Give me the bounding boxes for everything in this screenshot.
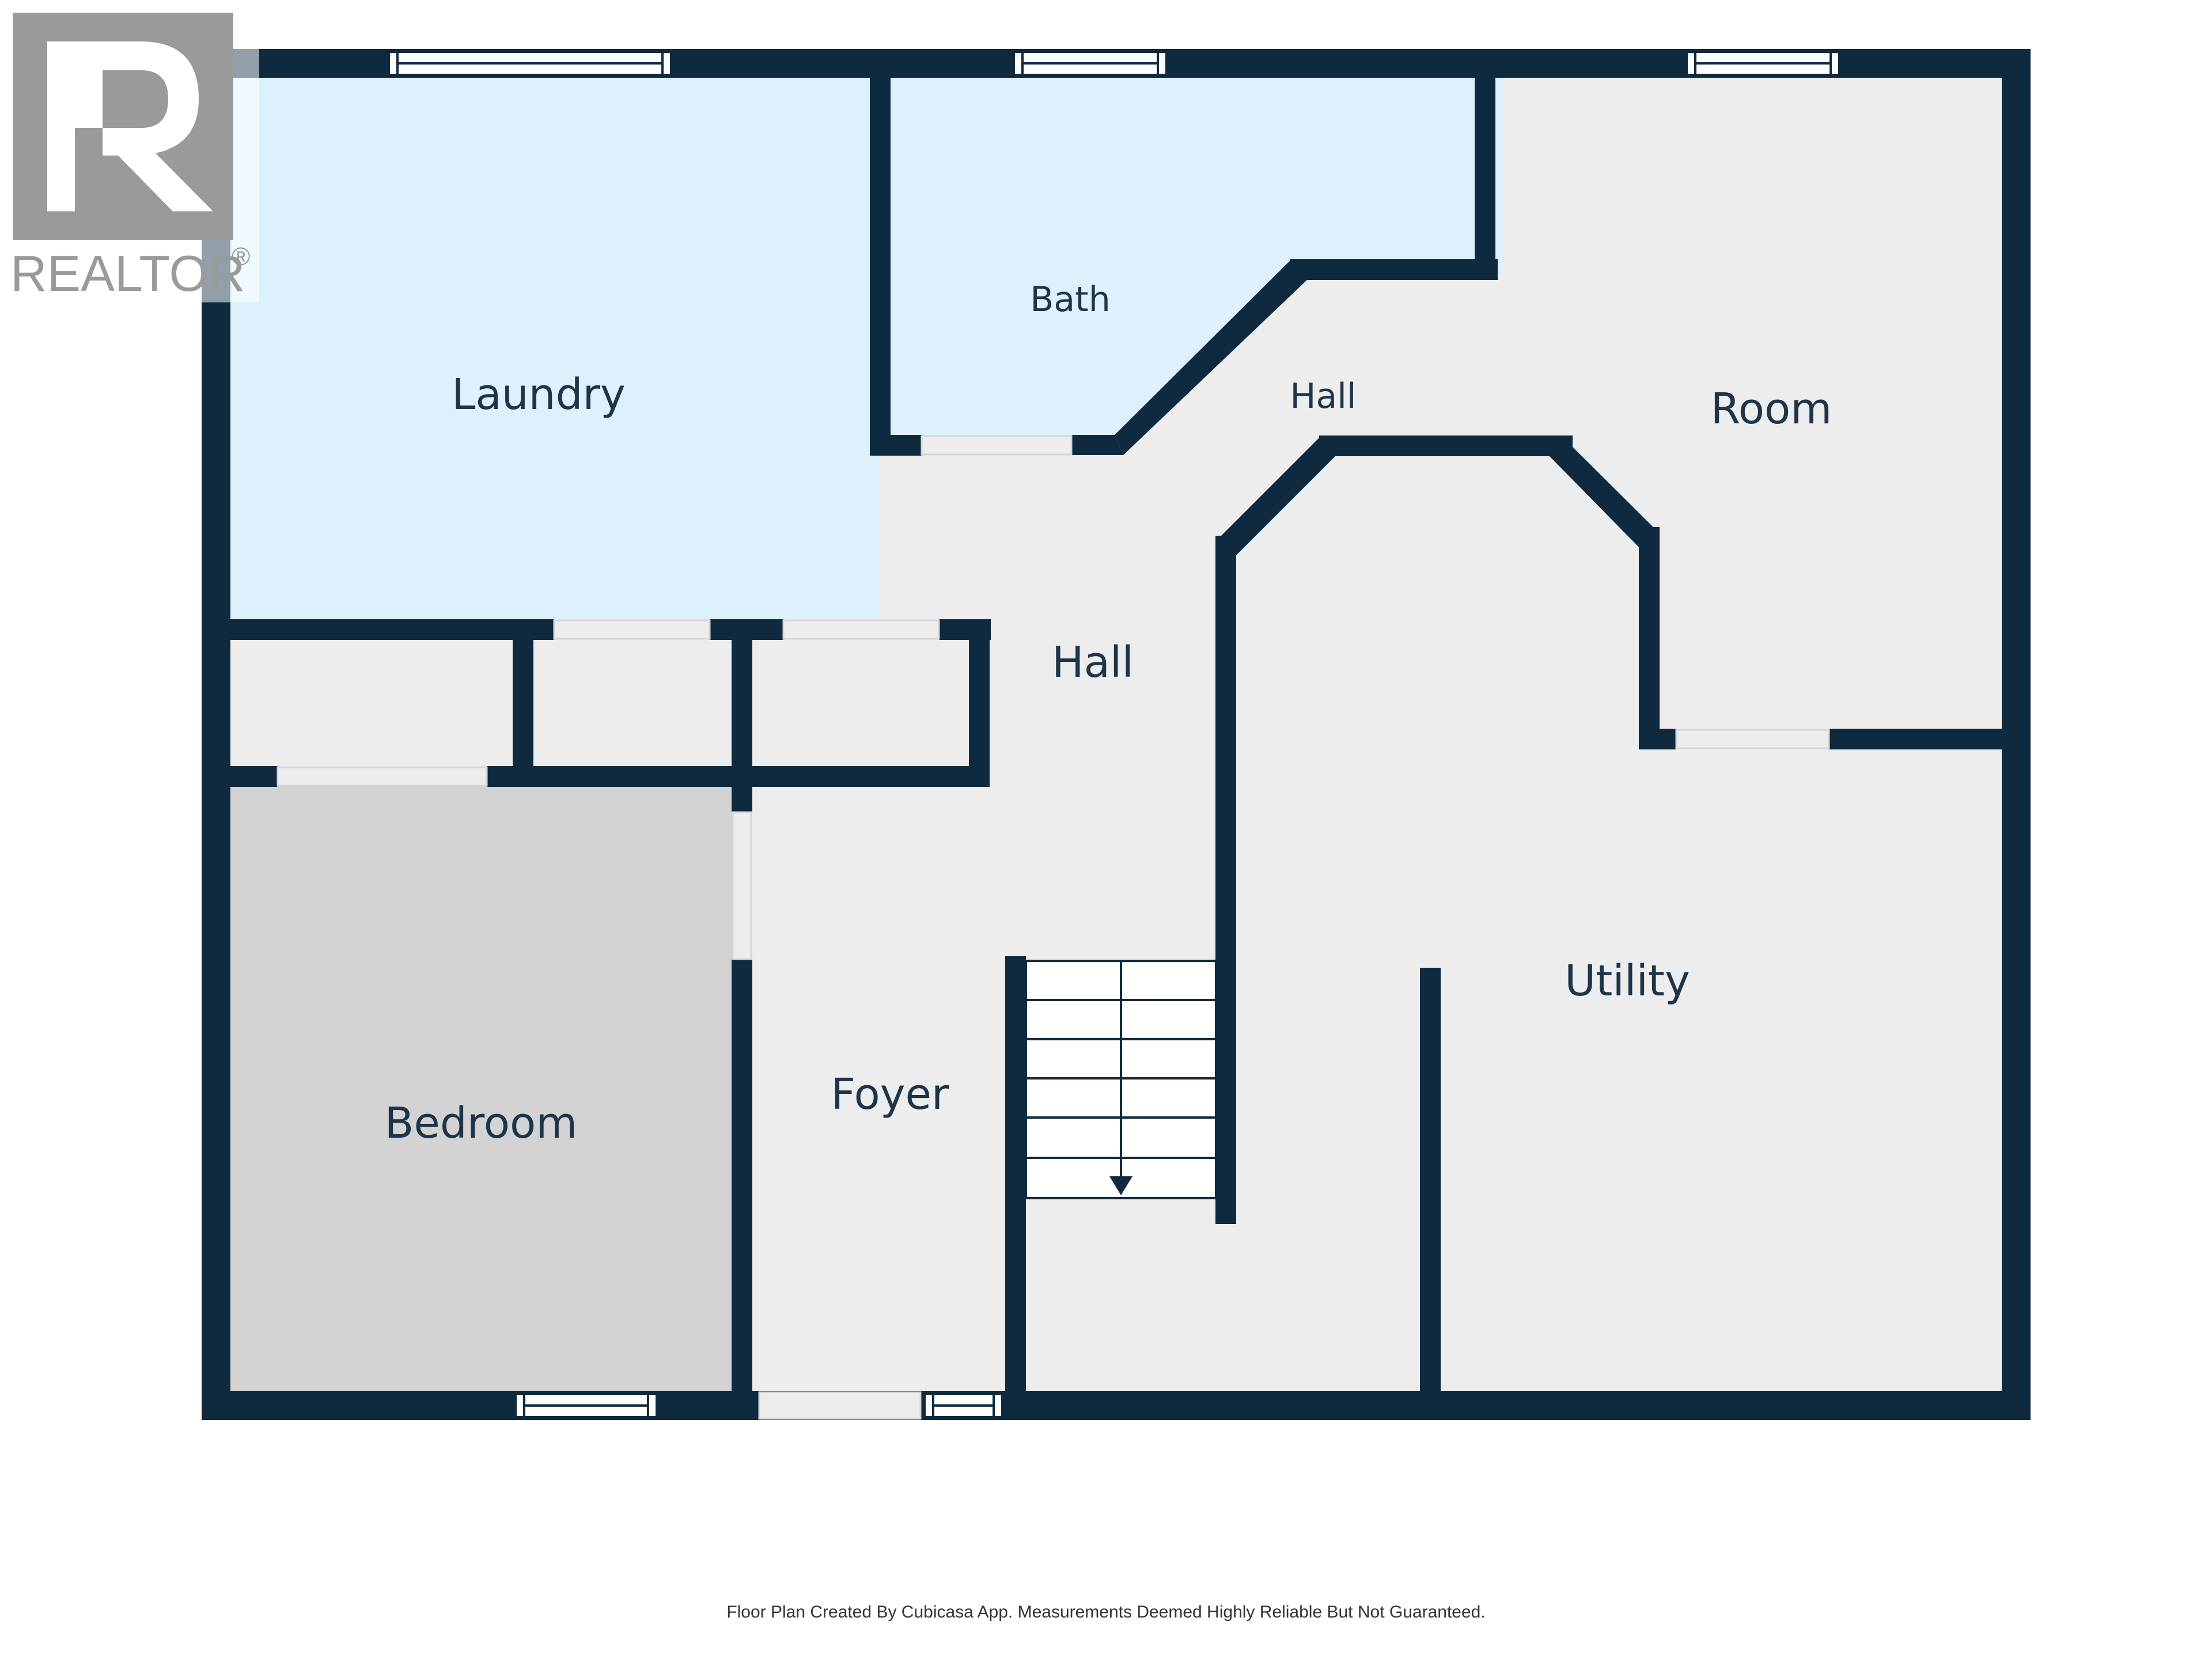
window <box>923 1393 1003 1418</box>
room-label-hall: Hall <box>1052 638 1134 687</box>
room-label-bedroom: Bedroom <box>385 1099 578 1148</box>
logo-text: REALTOR <box>10 245 245 302</box>
room-label-utility: Utility <box>1565 956 1690 1006</box>
window <box>514 1393 658 1418</box>
doorway <box>553 619 711 640</box>
interior-wall <box>1420 968 1441 1408</box>
interior-wall <box>230 766 278 787</box>
room-label-room: Room <box>1711 384 1832 434</box>
utility-diagonal-wall <box>1215 438 1335 556</box>
logo-r-bowl <box>75 41 213 211</box>
interior-wall <box>1005 956 1026 1408</box>
doorway <box>921 435 1073 456</box>
window <box>388 51 672 76</box>
interior-wall <box>732 959 752 1408</box>
interior-wall <box>230 619 554 640</box>
interior-wall <box>969 619 990 786</box>
room-label-bath: Bath <box>1030 279 1110 320</box>
window <box>1013 51 1168 76</box>
registered-mark: ® <box>232 243 250 271</box>
windows <box>388 51 1840 1418</box>
bath-room <box>890 63 1503 455</box>
interior-wall <box>1639 729 1676 749</box>
interior-wall <box>732 619 752 783</box>
interior-wall <box>732 766 752 812</box>
interior-wall <box>1071 435 1123 455</box>
interior-wall <box>1319 435 1573 456</box>
doorway <box>276 766 488 787</box>
interior-wall <box>513 619 533 783</box>
interior-wall <box>1475 63 1495 280</box>
doorway <box>1675 729 1830 749</box>
interior-wall <box>1215 536 1236 1224</box>
interior-wall <box>870 63 891 455</box>
interior-wall <box>1290 259 1498 280</box>
arrow-down-icon <box>1109 1176 1132 1195</box>
realtor-logo: REALTOR ® <box>9 12 259 302</box>
interior-wall <box>870 435 922 456</box>
door-openings <box>276 435 1830 1420</box>
bedroom-room <box>220 786 743 1397</box>
room-label-laundry: Laundry <box>452 370 626 419</box>
footer-disclaimer: Floor Plan Created By Cubicasa App. Meas… <box>726 1603 1485 1622</box>
interior-wall <box>1639 527 1660 749</box>
window <box>1685 51 1840 76</box>
interior-wall <box>1829 729 2013 749</box>
laundry-room <box>220 63 880 622</box>
room-label-hall-upper: Hall <box>1290 376 1356 416</box>
doorway <box>782 619 940 640</box>
staircase <box>1025 960 1217 1199</box>
bath-diagonal-wall <box>1115 260 1308 455</box>
entry-doorway <box>758 1391 922 1420</box>
utility-diagonal-wall <box>1550 435 1659 550</box>
doorway <box>732 811 752 960</box>
logo-r-stem <box>47 41 75 211</box>
outer-wall <box>202 1391 2031 1420</box>
room-label-foyer: Foyer <box>831 1070 950 1119</box>
